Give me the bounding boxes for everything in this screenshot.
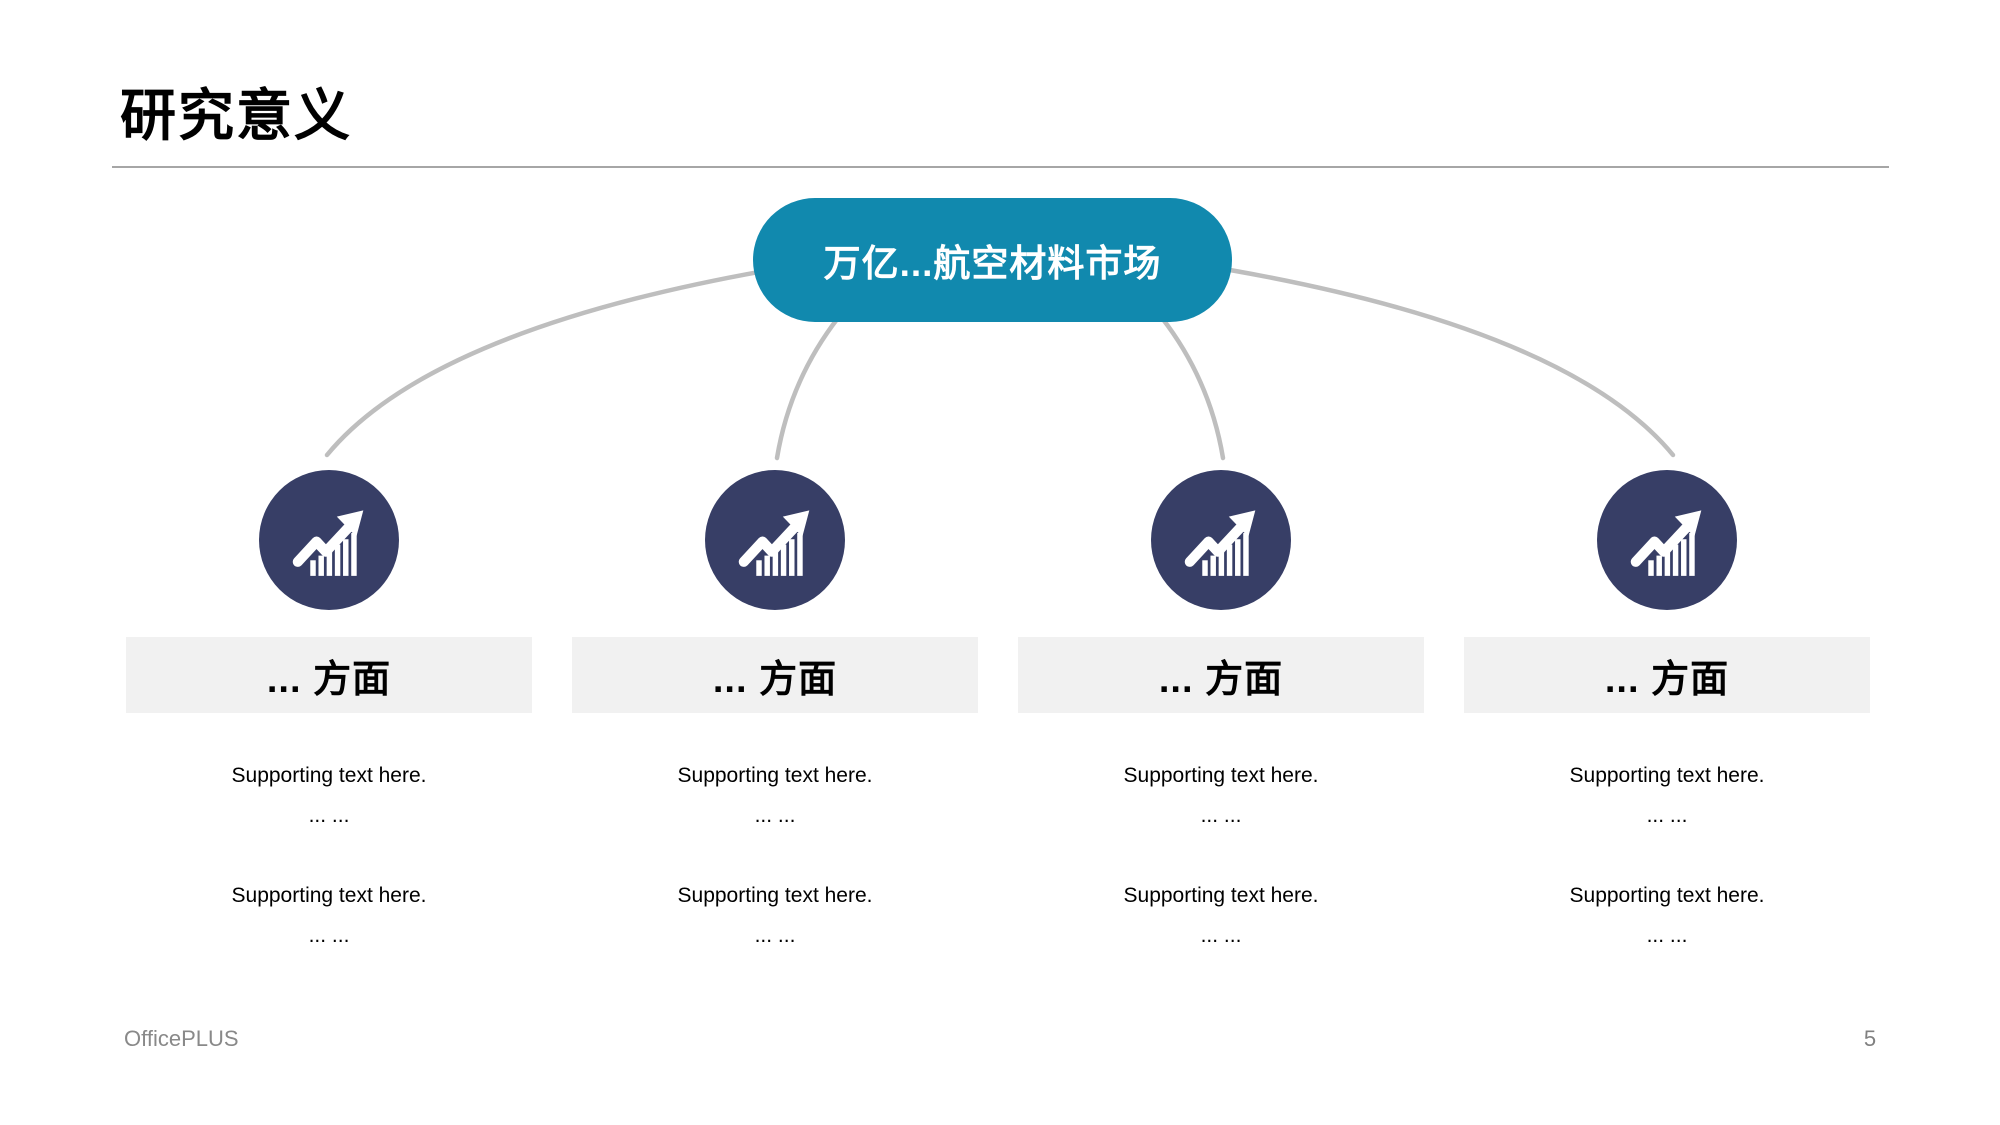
page-title: 研究意义 [120, 84, 352, 147]
supporting-text-dots: ... ... [308, 924, 350, 947]
node-circle [1597, 470, 1737, 610]
column-heading-label: ... 方面 [712, 658, 838, 701]
supporting-text-line: Supporting text here. [677, 884, 873, 907]
supporting-text-dots: ... ... [1646, 804, 1688, 827]
connector-curve-3 [1159, 315, 1226, 461]
growth-chart-icon [738, 510, 810, 576]
diagram-column-2: ... 方面 Supporting text here. ... ... Sup… [572, 470, 978, 990]
diagram-column-4: ... 方面 Supporting text here. ... ... Sup… [1464, 470, 1870, 990]
connector-curve-2 [774, 315, 841, 461]
supporting-text-line: Supporting text here. [677, 764, 873, 787]
diagram-column-1: ... 方面 Supporting text here. ... ... Sup… [126, 470, 532, 990]
supporting-text-line: Supporting text here. [1569, 764, 1765, 787]
node-circle [705, 470, 845, 610]
column-heading-bar: ... 方面 [572, 637, 978, 713]
supporting-text-block: Supporting text here. ... ... [1464, 876, 1870, 956]
footer-brand: OfficePLUS [124, 1026, 239, 1051]
node-circle [259, 470, 399, 610]
column-heading-label: ... 方面 [266, 658, 392, 701]
node-circle [1151, 470, 1291, 610]
supporting-text-block: Supporting text here. ... ... [572, 756, 978, 836]
connector-curve-1 [324, 267, 773, 458]
growth-chart-icon [1184, 510, 1256, 576]
supporting-text-block: Supporting text here. ... ... [1464, 756, 1870, 836]
supporting-text-line: Supporting text here. [1569, 884, 1765, 907]
title-underline [112, 166, 1889, 168]
root-node-label: 万亿...航空材料市场 [823, 243, 1162, 284]
column-heading-bar: ... 方面 [1464, 637, 1870, 713]
supporting-text-dots: ... ... [308, 804, 350, 827]
connector-curve-4 [1227, 267, 1676, 458]
supporting-text-dots: ... ... [1200, 804, 1242, 827]
supporting-text-dots: ... ... [1200, 924, 1242, 947]
column-heading-bar: ... 方面 [1018, 637, 1424, 713]
supporting-text-dots: ... ... [754, 924, 796, 947]
supporting-text-line: Supporting text here. [231, 884, 427, 907]
supporting-text-block: Supporting text here. ... ... [1018, 876, 1424, 956]
supporting-text-block: Supporting text here. ... ... [572, 876, 978, 956]
supporting-text-block: Supporting text here. ... ... [126, 876, 532, 956]
growth-chart-icon [1630, 510, 1702, 576]
column-heading-bar: ... 方面 [126, 637, 532, 713]
column-heading-label: ... 方面 [1604, 658, 1730, 701]
supporting-text-dots: ... ... [754, 804, 796, 827]
column-heading-label: ... 方面 [1158, 658, 1284, 701]
supporting-text-block: Supporting text here. ... ... [126, 756, 532, 836]
page-number: 5 [1863, 1026, 1877, 1051]
supporting-text-line: Supporting text here. [1123, 884, 1319, 907]
diagram-column-3: ... 方面 Supporting text here. ... ... Sup… [1018, 470, 1424, 990]
supporting-text-dots: ... ... [1646, 924, 1688, 947]
growth-chart-icon [292, 510, 364, 576]
supporting-text-block: Supporting text here. ... ... [1018, 756, 1424, 836]
supporting-text-line: Supporting text here. [1123, 764, 1319, 787]
root-node: 万亿...航空材料市场 [753, 198, 1232, 322]
supporting-text-line: Supporting text here. [231, 764, 427, 787]
